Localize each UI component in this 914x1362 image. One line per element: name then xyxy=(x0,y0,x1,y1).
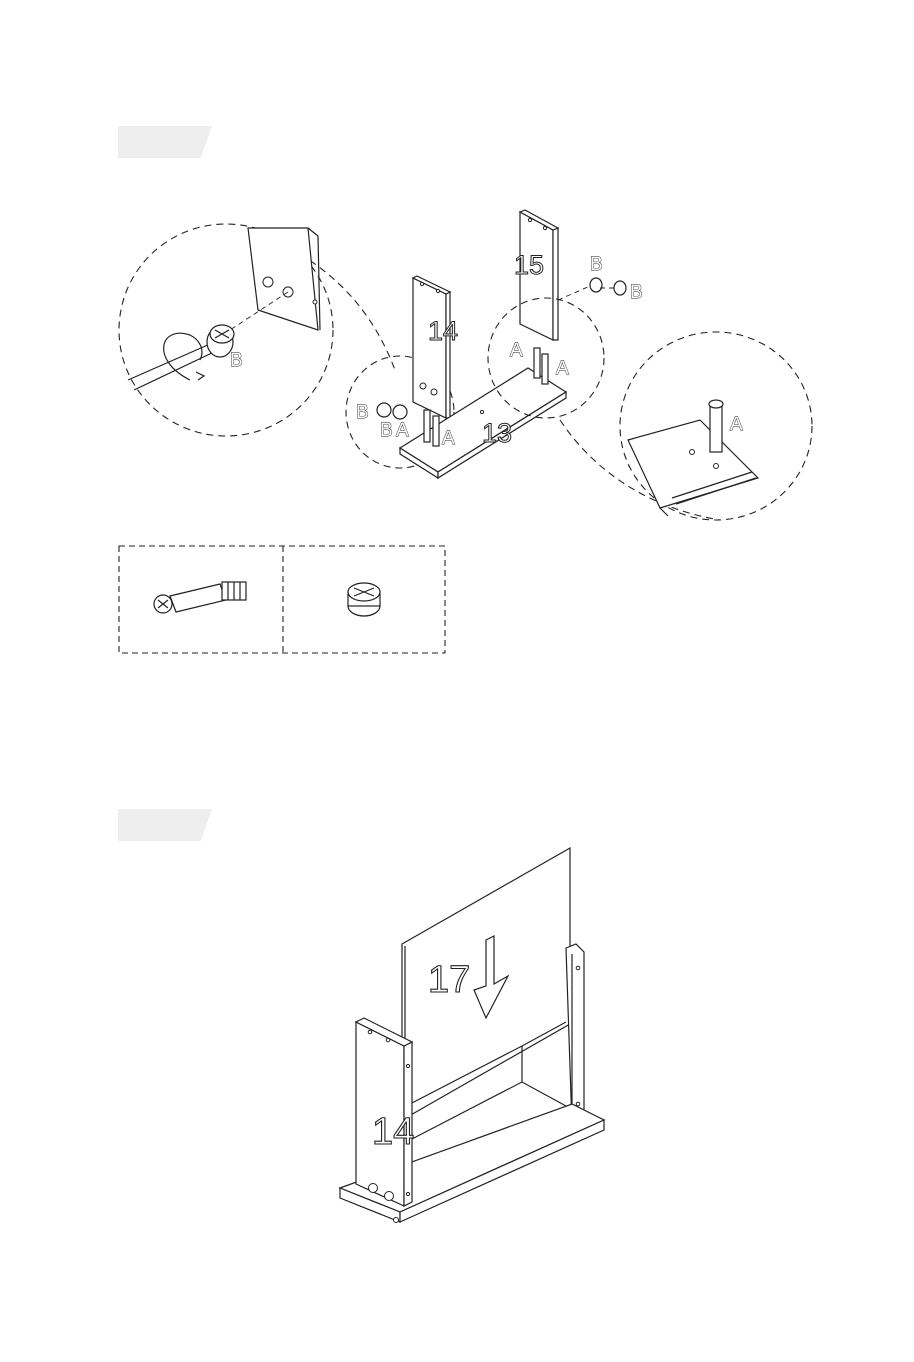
panel-14 xyxy=(413,276,450,418)
detail-circle-right xyxy=(620,332,812,520)
label-A: A xyxy=(396,420,409,441)
label-B: B xyxy=(230,350,243,371)
screwdriver-icon xyxy=(128,333,214,390)
label-A: A xyxy=(442,428,455,449)
label-B: B xyxy=(590,254,603,275)
label-B: B xyxy=(380,420,393,441)
panel-label-14: 14 xyxy=(372,1111,414,1153)
panel-label-17: 17 xyxy=(428,959,470,1001)
panel-label-15: 15 xyxy=(514,250,544,280)
cam-lock-icon xyxy=(348,583,380,616)
label-B: B xyxy=(630,282,643,303)
panel-label-14: 14 xyxy=(428,316,458,346)
panel-15 xyxy=(566,944,584,1126)
cam-lock-icon xyxy=(558,278,626,300)
label-A: A xyxy=(510,340,523,361)
cam-lock-icon xyxy=(377,403,407,419)
label-A: A xyxy=(730,414,743,435)
cam-bolt-icon xyxy=(154,582,246,613)
panel-label-13: 13 xyxy=(482,418,512,448)
detail-circle-left xyxy=(119,224,395,436)
label-A: A xyxy=(556,358,569,379)
label-B: B xyxy=(356,402,369,423)
